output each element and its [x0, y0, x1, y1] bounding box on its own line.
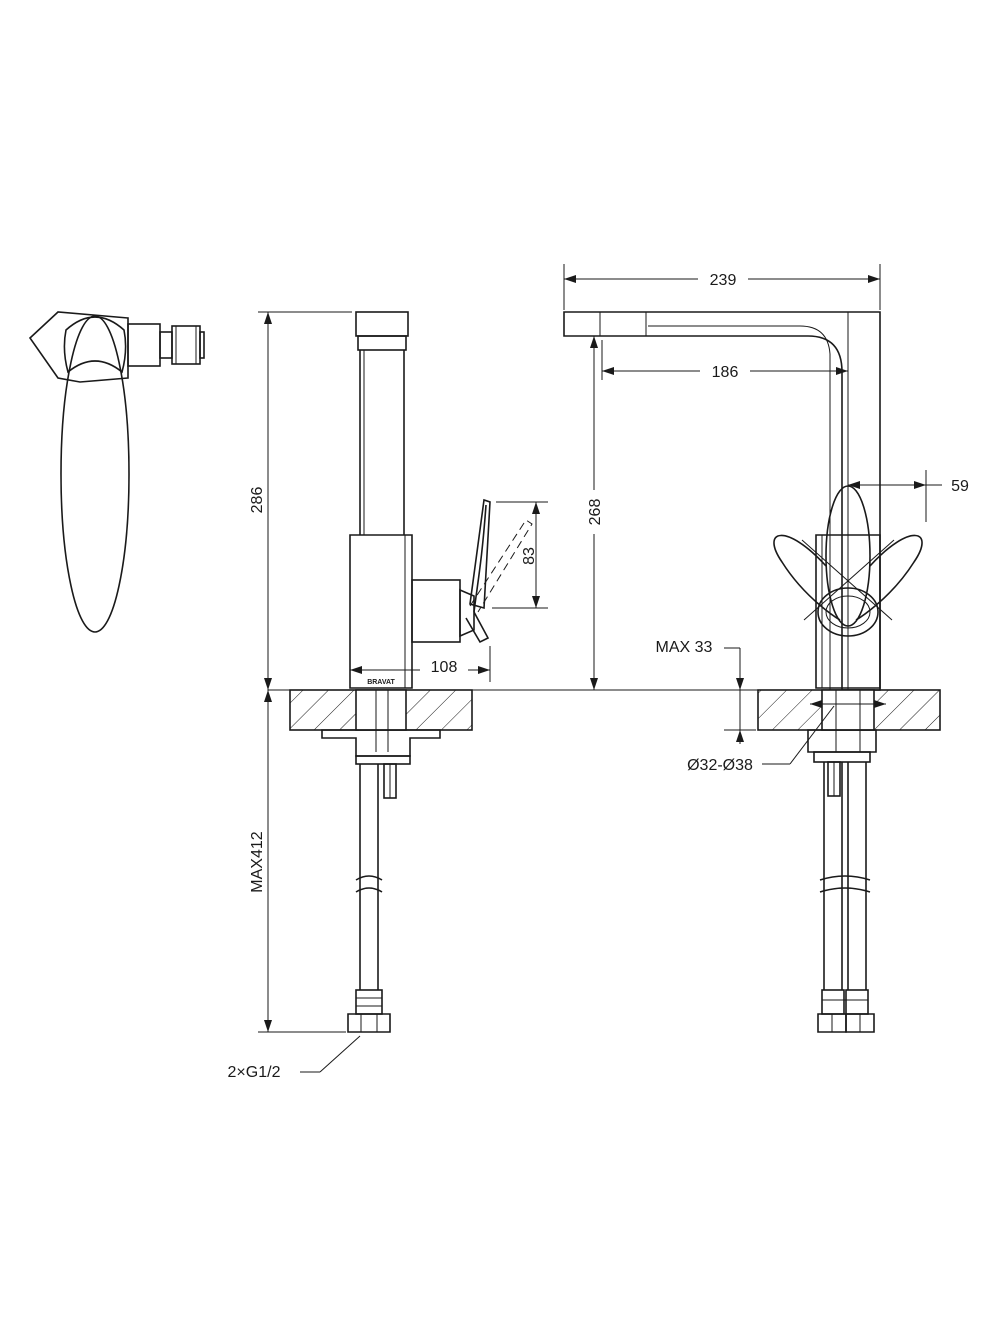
dimension-hole-diameter: Ø32-Ø38: [687, 705, 835, 774]
connection-text: 2×G1/2: [228, 1064, 281, 1081]
dim-108-text: 108: [431, 659, 458, 676]
dimension-handle-offset: 59: [848, 470, 969, 522]
front-view: [563, 311, 941, 1033]
side-view: BRAVAT: [289, 311, 533, 1033]
dimension-handle-swing: 83: [492, 501, 548, 609]
dim-hole-text: Ø32-Ø38: [687, 757, 753, 774]
dimension-base-to-handle: 108: [350, 646, 491, 682]
dim-max412-text: MAX412: [249, 831, 266, 892]
dim-max33-text: MAX 33: [656, 639, 713, 656]
dim-186-text: 186: [712, 364, 739, 381]
dim-268-text: 268: [587, 499, 604, 526]
top-view: [28, 311, 205, 633]
connection-callout: 2×G1/2: [228, 1035, 361, 1081]
dimension-max-thickness: MAX 33: [656, 639, 756, 744]
dimension-hose-length: MAX412: [249, 690, 346, 1033]
dimension-height-total: 286: [249, 311, 352, 690]
dim-286-text: 286: [249, 487, 266, 514]
dim-59-text: 59: [951, 478, 969, 495]
dimension-spout-height: 268: [584, 336, 604, 690]
dimension-width-total: 239: [563, 264, 881, 310]
dim-83-text: 83: [521, 547, 538, 565]
brand-label: BRAVAT: [367, 679, 395, 686]
dimension-spout-reach: 186: [601, 340, 848, 382]
dim-239-text: 239: [710, 272, 737, 289]
